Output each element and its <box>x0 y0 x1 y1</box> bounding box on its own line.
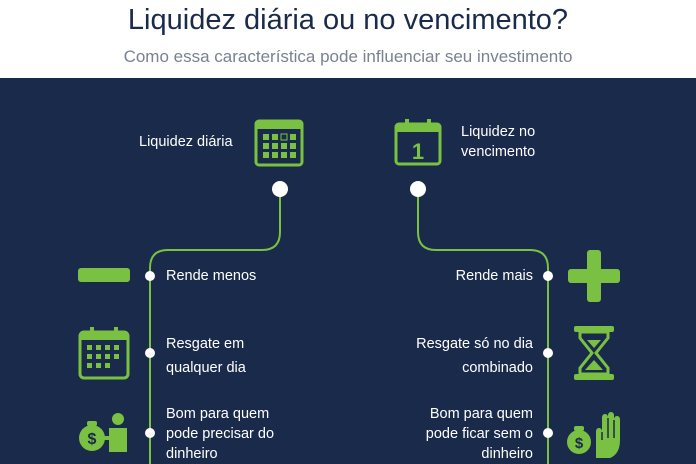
left-item-2-line1: Resgate em <box>166 336 245 352</box>
left-item-3: Bom para quem pode precisar do dinheiro <box>166 404 274 464</box>
right-item-2-line1: Resgate só no dia <box>416 336 533 352</box>
right-heading-line1: Liquidez no <box>461 124 536 140</box>
left-node-1 <box>145 271 155 281</box>
left-node-3 <box>145 428 155 438</box>
calendar-grid-icon <box>78 327 130 380</box>
left-item-1: Rende menos <box>166 268 257 284</box>
left-top-node <box>272 181 288 197</box>
minus-icon <box>78 268 130 282</box>
right-node-3 <box>543 428 553 438</box>
right-node-2 <box>543 348 553 358</box>
right-connector-line <box>417 190 549 464</box>
hourglass-icon <box>574 326 614 380</box>
left-item-2: Resgate em qualquer dia <box>166 334 246 378</box>
header-band: Liquidez diária ou no vencimento? Como e… <box>0 0 696 78</box>
right-node-1 <box>543 271 553 281</box>
left-item-3-line3: dinheiro <box>166 446 218 462</box>
left-heading: Liquidez diária <box>139 134 233 150</box>
calendar-week-icon <box>254 119 304 167</box>
right-item-3-line1: Bom para quem <box>429 406 533 422</box>
page-title: Liquidez diária ou no vencimento? <box>127 4 569 36</box>
right-item-2: Resgate só no dia combinado <box>380 334 533 378</box>
right-heading: Liquidez no vencimento <box>461 122 535 162</box>
svg-text:$: $ <box>88 431 97 448</box>
right-item-3: Bom para quem pode ficar sem o dinheiro <box>400 404 533 464</box>
svg-text:1: 1 <box>412 139 424 164</box>
right-item-3-line2: pode ficar sem o <box>425 426 533 442</box>
svg-text:$: $ <box>575 435 584 452</box>
plus-icon <box>568 250 620 302</box>
left-item-3-line1: Bom para quem <box>166 406 270 422</box>
right-top-node <box>410 181 426 197</box>
page-subtitle: Como essa característica pode influencia… <box>123 47 573 66</box>
calendar-day-icon: 1 <box>394 119 442 166</box>
right-item-1: Rende mais <box>455 268 533 284</box>
left-connector-line <box>149 190 281 464</box>
right-item-2-line2: combinado <box>462 360 533 376</box>
right-heading-line2: vencimento <box>461 144 536 160</box>
money-stop-hand-icon: $ <box>567 412 620 458</box>
left-item-2-line2: qualquer dia <box>166 360 246 376</box>
right-item-3-line3: dinheiro <box>481 446 533 462</box>
money-person-icon: $ <box>79 413 127 452</box>
left-node-2 <box>145 348 155 358</box>
left-item-3-line2: pode precisar do <box>166 426 275 442</box>
